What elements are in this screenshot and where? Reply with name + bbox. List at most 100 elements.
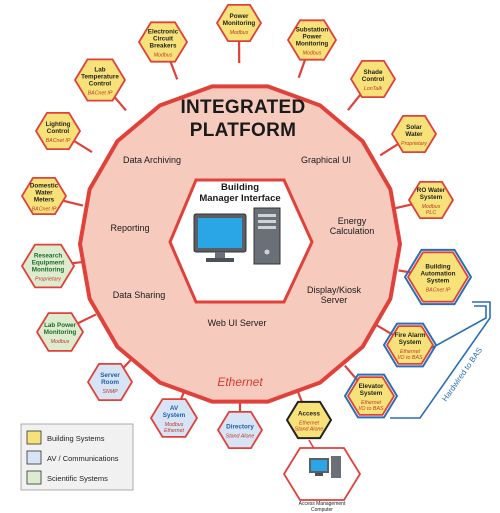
node-protocol-shade-control: LonTalk <box>364 86 383 92</box>
fn-energy-line1: Energy <box>338 216 367 226</box>
node-hexagon-research-equipment <box>20 243 76 289</box>
node-name-ro-water: RO Water <box>417 187 446 194</box>
node-highlight-bas <box>403 248 473 306</box>
node-name-server-room: Room <box>101 379 119 386</box>
node-name-power-monitoring: Monitoring <box>223 20 256 27</box>
title-line-2: PLATFORM <box>190 120 297 141</box>
computer-icon <box>193 207 281 265</box>
legend-swatch-building <box>26 430 42 445</box>
node-hexagon-fire-alarm <box>385 325 435 365</box>
node-name-lighting: Lighting <box>46 121 71 128</box>
node-name-domestic-water: Meters <box>34 197 55 204</box>
legend-label-building: Building Systems <box>47 434 105 443</box>
legend: Building Systems AV / Communications Sci… <box>20 423 134 491</box>
node-protocol-ro-water: Modbus <box>422 204 441 210</box>
node-name-lab-power: Monitoring <box>44 329 77 336</box>
node-hexagon-domestic-water <box>20 176 68 216</box>
node-protocol-elevator: I/O to BAS <box>358 406 383 412</box>
node-hexagon-shade-control <box>349 60 397 98</box>
node-protocol-av-system: Ethernet <box>164 428 185 434</box>
node-protocol-access: Stand Alone <box>295 427 324 433</box>
access-computer-line1: Access Management <box>299 501 346 507</box>
node-name-bas: System <box>427 278 450 285</box>
node-name-breakers: Electronic <box>148 29 179 36</box>
node-highlight-elevator <box>343 373 399 419</box>
title-line-1: INTEGRATED <box>180 97 305 118</box>
node-name-breakers: Breakers <box>150 43 177 50</box>
node-hexagon-solar-water <box>390 115 438 154</box>
node-name-solar-water: Solar <box>406 124 422 131</box>
node-protocol-breakers: Modbus <box>154 53 173 59</box>
node-name-fire-alarm: Fire Alarm <box>395 332 426 339</box>
node-protocol-bas: BACnet IP <box>426 288 451 294</box>
node-name-shade-control: Shade <box>364 69 383 76</box>
node-name-shade-control: Control <box>362 76 385 83</box>
center-title-line2: Manager Interface <box>199 193 280 204</box>
node-name-research-equipment: Research <box>34 253 63 260</box>
node-name-research-equipment: Equipment <box>32 260 65 267</box>
node-highlight-fire-alarm <box>382 322 438 368</box>
node-protocol-directory: Stand Alone <box>226 434 255 440</box>
node-name-lab-power: Lab Power <box>44 322 76 329</box>
node-protocol-domestic-water: BACnet IP <box>32 207 57 213</box>
node-name-power-monitoring: Power <box>230 13 249 20</box>
legend-swatch-av <box>26 450 42 465</box>
node-protocol-solar-water: Proprietary <box>401 141 427 147</box>
node-name-elevator: Elevator <box>359 383 384 390</box>
node-protocol-fire-alarm: I/O to BAS <box>397 355 422 361</box>
fn-kiosk-line2: Server <box>321 295 348 305</box>
fn-energy-line2: Calculation <box>330 226 375 236</box>
node-name-av-system: AV <box>170 405 179 412</box>
node-protocol-av-system: Modbus <box>165 422 184 428</box>
hardwired-line <box>390 301 491 419</box>
node-protocol-substation: Modbus <box>303 51 322 57</box>
node-hexagon-directory <box>216 410 264 450</box>
node-hexagon-lab-temp <box>73 58 127 102</box>
node-name-server-room: Server <box>100 372 120 379</box>
node-name-elevator: System <box>360 390 383 397</box>
node-hexagon-power-monitoring <box>215 4 263 42</box>
node-name-lighting: Control <box>47 128 70 135</box>
node-protocol-elevator: Ethernet <box>361 400 382 406</box>
node-protocol-lighting: BACnet IP <box>46 138 71 144</box>
node-protocol-research-equipment: Proprietary <box>35 277 61 283</box>
fn-reporting: Reporting <box>110 223 149 233</box>
node-protocol-lab-power: Modbus <box>51 339 70 345</box>
node-protocol-access: Ethernet <box>299 421 320 427</box>
node-hexagon-bas <box>406 251 470 303</box>
node-hexagon-server-room <box>86 362 134 402</box>
node-name-access: Access <box>298 411 321 418</box>
fn-kiosk-line1: Display/Kiosk <box>307 285 362 295</box>
node-protocol-fire-alarm: Ethernet <box>400 349 421 355</box>
access-computer-line2: Computer <box>311 507 333 513</box>
node-hexagon-ro-water <box>407 180 455 220</box>
fn-data-sharing: Data Sharing <box>113 290 166 300</box>
node-name-fire-alarm: System <box>399 339 422 346</box>
node-name-directory: Directory <box>226 424 254 431</box>
node-name-domestic-water: Water <box>35 190 53 197</box>
legend-swatch-scientific <box>26 470 42 485</box>
node-name-bas: Building <box>425 264 450 271</box>
node-hexagon-elevator <box>346 376 396 416</box>
center-title-line1: Building <box>221 182 259 193</box>
